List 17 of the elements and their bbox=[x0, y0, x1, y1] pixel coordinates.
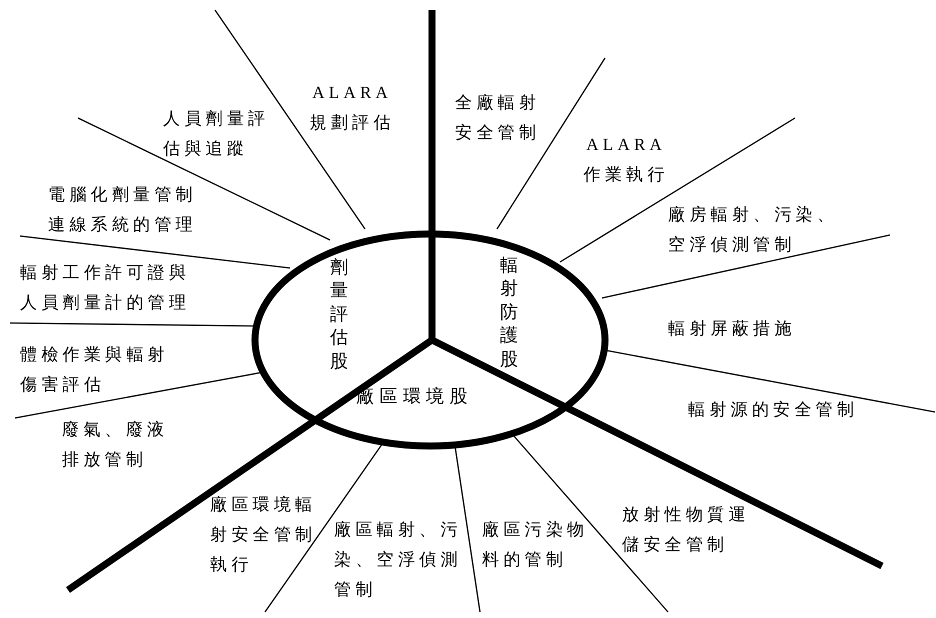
item-text: 廠房輻射、污染、空浮偵測管制 bbox=[668, 204, 839, 256]
item-text: 廠區輻射、污染、空浮偵測管制 bbox=[334, 519, 462, 600]
item-text: 廠區環境輻射安全管制執行 bbox=[210, 494, 318, 576]
item-text: 廢氣、廢液排放管制 bbox=[62, 419, 170, 471]
item-text: 輻射屏蔽措施 bbox=[668, 318, 796, 340]
section-label: 輻射防護股 bbox=[500, 254, 520, 371]
item-text: 電腦化劑量管制連線系統的管理 bbox=[48, 184, 198, 236]
section-label: 劑量評估股 bbox=[330, 256, 350, 373]
item-text: 放射性物質運儲安全管制 bbox=[622, 504, 750, 556]
item-text: 全廠輻射安全管制 bbox=[455, 92, 541, 144]
item-text: ALARA 規劃評估 bbox=[308, 82, 396, 134]
item-text: 體檢作業與輻射傷害評估 bbox=[20, 344, 170, 396]
item-text: 廠區污染物料的管制 bbox=[482, 519, 590, 571]
item-text: ALARA 作業執行 bbox=[582, 134, 670, 186]
item-text: 輻射源的安全管制 bbox=[688, 399, 858, 421]
item-text: 人員劑量評估與追蹤 bbox=[163, 108, 270, 160]
item-text: 輻射工作許可證與人員劑量計的管理 bbox=[20, 262, 191, 314]
